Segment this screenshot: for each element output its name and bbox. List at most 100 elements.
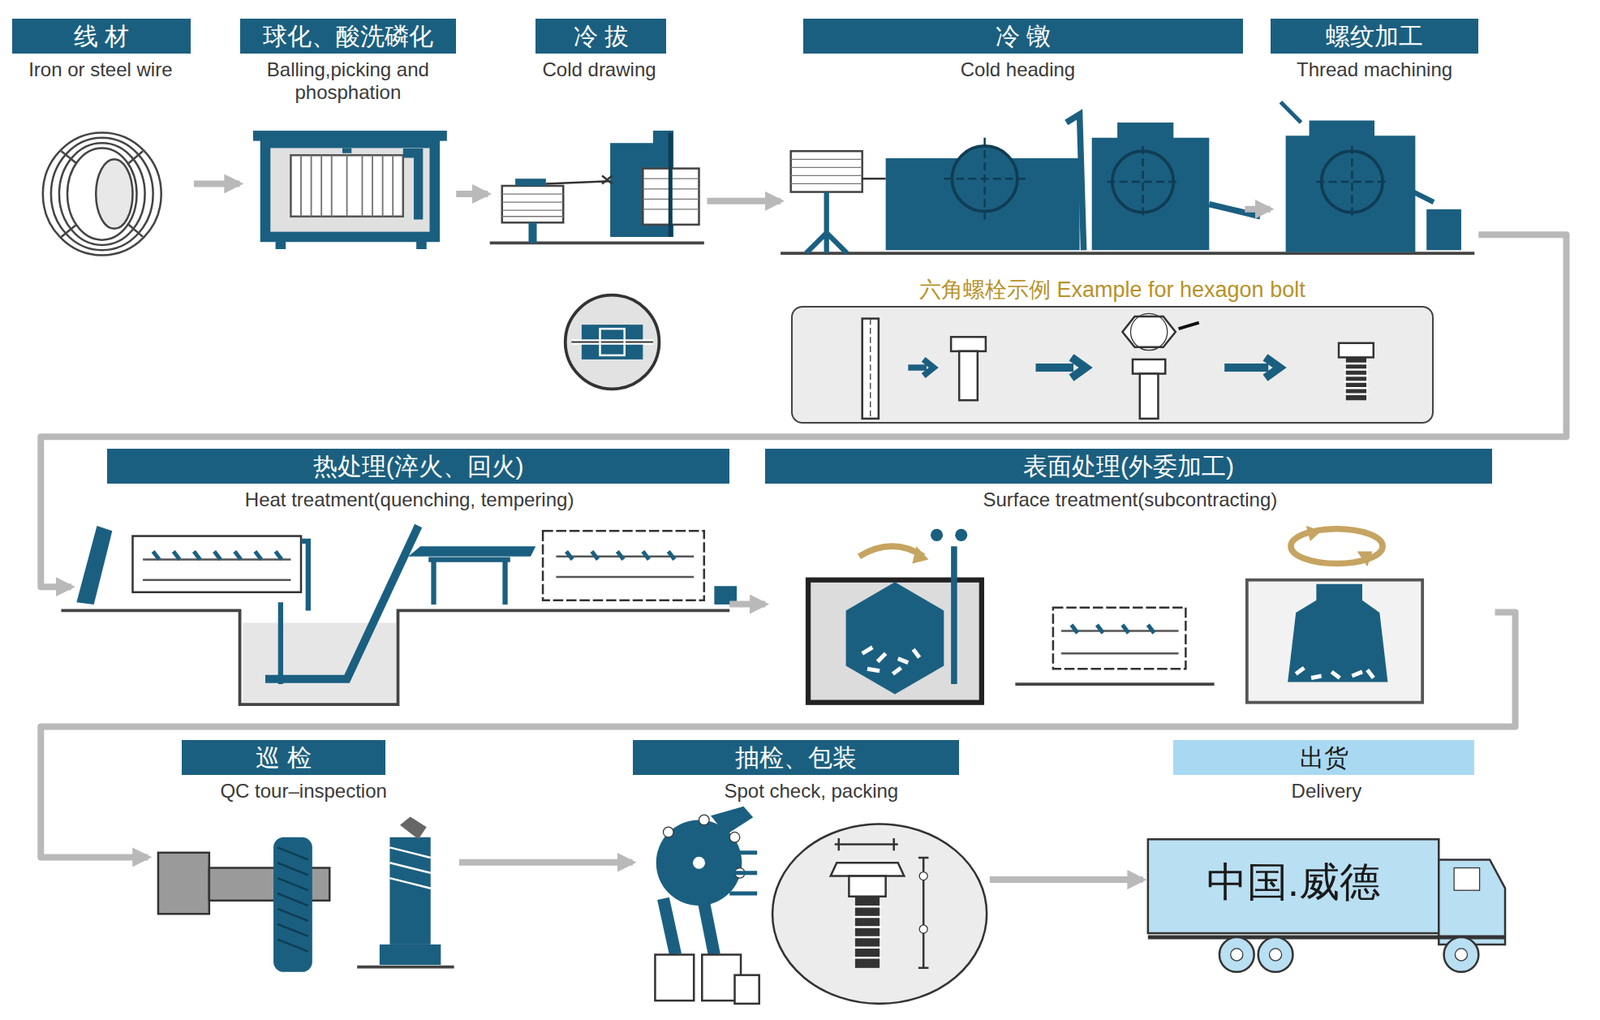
delivery-truck-part [1148,935,1506,940]
sorting-and-packing-part [729,831,740,843]
hexagon-bolt-example-part [1338,343,1374,358]
step-band: 巡 检 [181,739,387,775]
sorting-and-packing-part [662,826,674,838]
step-band: 球化、酸洗磷化 [240,18,457,54]
heat-treatment-line-part [153,550,282,560]
process-step: 巡 检 QC tour–inspection [147,739,460,975]
surface-treatment-line-part [1306,525,1373,567]
surface-treatment-line-part [930,529,943,542]
step-caption: Delivery [1143,779,1511,804]
surface-treatment-line-part [950,546,958,684]
delivery-truck-part [1230,948,1244,961]
hexagon-bolt-example-part [907,359,934,376]
sorting-and-packing-part [662,898,714,955]
surface-treatment-line-part [1287,584,1388,683]
wire-coil-part [43,133,162,256]
heading-line-part [1280,102,1413,250]
heat-treatment-line-part [428,559,511,605]
heading-line-part [1092,122,1210,250]
flow-arrow [40,612,1515,858]
heat-treatment-line-part [542,530,705,601]
step-caption: Heat treatment(quenching, tempering) [89,488,730,512]
heat-treatment-line-part [242,623,396,703]
drawing-machine [490,130,705,243]
qc-gauges-part [400,817,427,840]
heading-line-part [862,177,887,181]
sorting-and-packing-part [919,924,928,934]
step-band: 冷 拔 [535,18,667,54]
heat-treatment-line-part [132,536,302,593]
delivery-truck-part [1258,937,1294,973]
hexagon-bolt-example-part [1139,374,1159,419]
pickling-tank-part [416,236,427,250]
process-step: 球化、酸洗磷化Balling,picking and phosphation [240,18,457,261]
drawing-machine-part [502,193,564,217]
sorting-and-packing-part [830,862,905,876]
step-band: 线 材 [12,18,191,54]
pickling-tank-part [347,147,419,220]
step-caption: Thread machining [1270,58,1480,82]
step-caption: Spot check, packing [632,779,990,804]
sorting-and-packing-part [654,954,694,1001]
pickling-tank [253,130,448,250]
step-band: 出货 [1173,739,1475,775]
sorting-and-packing-part [919,872,928,881]
step-caption: QC tour–inspection [147,779,460,804]
drawing-die-part [571,341,654,344]
surface-treatment-line-part [954,529,968,542]
process-step: 线 材 Iron or steel wire [4,18,194,261]
drawing-die [565,295,660,390]
sorting-and-packing-part [692,856,706,869]
flow-arrow [459,859,633,866]
drawing-die-part [565,295,660,390]
heat-treatment-line-part [408,546,536,557]
step-band: 螺纹加工 [1270,18,1480,54]
process-step: 冷 镦Cold heading [780,18,1245,261]
hexagon-bolt-example-part [1224,356,1280,378]
pickling-tank-part [275,236,287,250]
hexagon-bolt-example-part [869,318,871,419]
hexagon-bolt-example-part [1132,359,1166,375]
panel-heading: 六角螺栓示例 Example for hexagon bolt [792,275,1433,305]
truck-lettering: 中国.威德 [1148,855,1439,910]
step-caption: Cold heading [791,58,1246,82]
wire-coil-part [51,137,154,250]
step-band: 热处理(淬火、回火) [107,448,730,484]
heading-line [780,102,1475,254]
qc-gauges-part [158,852,210,914]
hexagon-bolt-example-part [1036,356,1087,378]
delivery-truck-part [1438,859,1506,944]
heat-treatment-line-part [265,525,419,680]
qc-gauges-part [389,837,431,945]
process-step: 出货 Delivery [1143,739,1511,975]
step-caption: Surface treatment(subcontracting) [765,488,1495,512]
sorting-and-packing-part [834,838,899,851]
wire-coil-part [67,147,138,240]
qc-gauges [158,817,455,973]
qc-gauges-part [379,944,441,965]
step-caption: Iron or steel wire [7,58,194,82]
surface-treatment-line-part [1071,624,1155,633]
heading-line-part [791,159,863,184]
surface-treatment-line-part [859,546,924,557]
heading-line-part [1426,209,1462,250]
sorting-and-packing-part [713,808,757,894]
delivery-truck [1148,838,1506,973]
drawing-machine-part [602,175,613,184]
wire-coil [43,133,162,256]
heat-treatment-line-part [76,525,112,605]
delivery-truck-part [1269,948,1282,961]
drawing-machine-part [515,178,547,186]
heat-treatment-line-part [142,559,291,581]
sorting-and-packing-part [918,857,930,968]
step-band: 抽检、包装 [632,739,960,775]
delivery-truck-part [1148,838,1439,934]
surface-treatment-line [808,525,1423,703]
drawing-machine-part [668,133,673,237]
example-panel: 六角螺栓示例 Example for hexagon bolt [791,305,1434,424]
sorting-and-packing-part [698,814,710,826]
flow-arrow [989,876,1144,883]
surface-treatment-line-part [862,647,920,675]
drawing-machine-part [528,222,537,243]
